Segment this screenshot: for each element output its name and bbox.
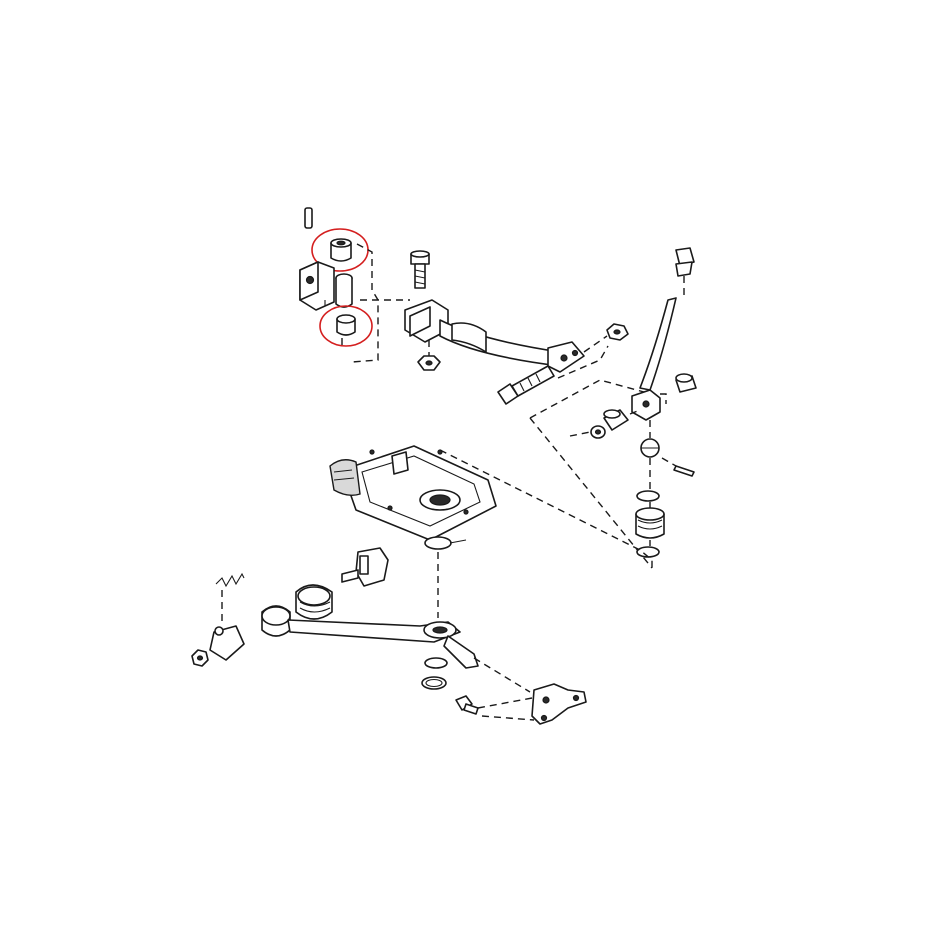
- hex-nut-right: [606, 323, 629, 341]
- shift-lever-upper: [631, 247, 695, 421]
- hex-nut-lower: [417, 355, 441, 371]
- retaining-pin: [673, 465, 695, 477]
- rubber-isolator: [295, 584, 333, 620]
- leader-line-yoke: [351, 243, 379, 363]
- leader-line-washer: [569, 431, 591, 437]
- leader-line-bolt-lower: [481, 715, 535, 721]
- rubber-boot: [635, 507, 665, 539]
- leader-line-retaining-pin: [661, 457, 677, 467]
- lock-nut-left: [191, 649, 209, 667]
- leader-line-housing-edge: [529, 417, 653, 569]
- lower-ring: [636, 546, 660, 558]
- lower-arm-ring: [424, 657, 448, 669]
- long-bolt: [497, 365, 555, 405]
- mounting-bolt-bottom: [455, 695, 479, 715]
- leader-line-housing: [439, 449, 653, 568]
- leader-line-arm-bracket: [473, 657, 531, 693]
- pivot-washer-plate: [209, 625, 245, 661]
- shift-rod: [404, 299, 585, 373]
- leader-line-cap: [660, 393, 667, 404]
- shift-yoke: [299, 261, 353, 311]
- seal-ring: [424, 536, 467, 550]
- pivot-bolt: [410, 250, 430, 289]
- lower-shift-arm: [261, 605, 479, 669]
- leader-line-bolt: [557, 345, 609, 379]
- small-washer: [590, 425, 606, 439]
- leader-line-spacer: [629, 409, 641, 415]
- lower-bushing-highlight-circle: [319, 305, 373, 347]
- upper-bushing: [330, 238, 352, 262]
- spacer-sleeve: [603, 409, 629, 431]
- shifter-housing: [329, 445, 497, 541]
- pivot-ball: [640, 438, 660, 458]
- snap-ring: [421, 676, 447, 690]
- lower-bushing: [336, 314, 356, 336]
- return-spring: [215, 572, 245, 588]
- roll-pin-top: [304, 207, 313, 229]
- leader-line-rod-nut: [583, 335, 608, 353]
- pivot-bracket: [341, 547, 389, 587]
- leader-line-lever: [529, 379, 645, 419]
- leader-line-bolt-bracket: [477, 697, 533, 709]
- rubber-cap: [675, 373, 697, 393]
- lower-mount-bracket: [531, 683, 587, 725]
- upper-ring: [636, 490, 660, 502]
